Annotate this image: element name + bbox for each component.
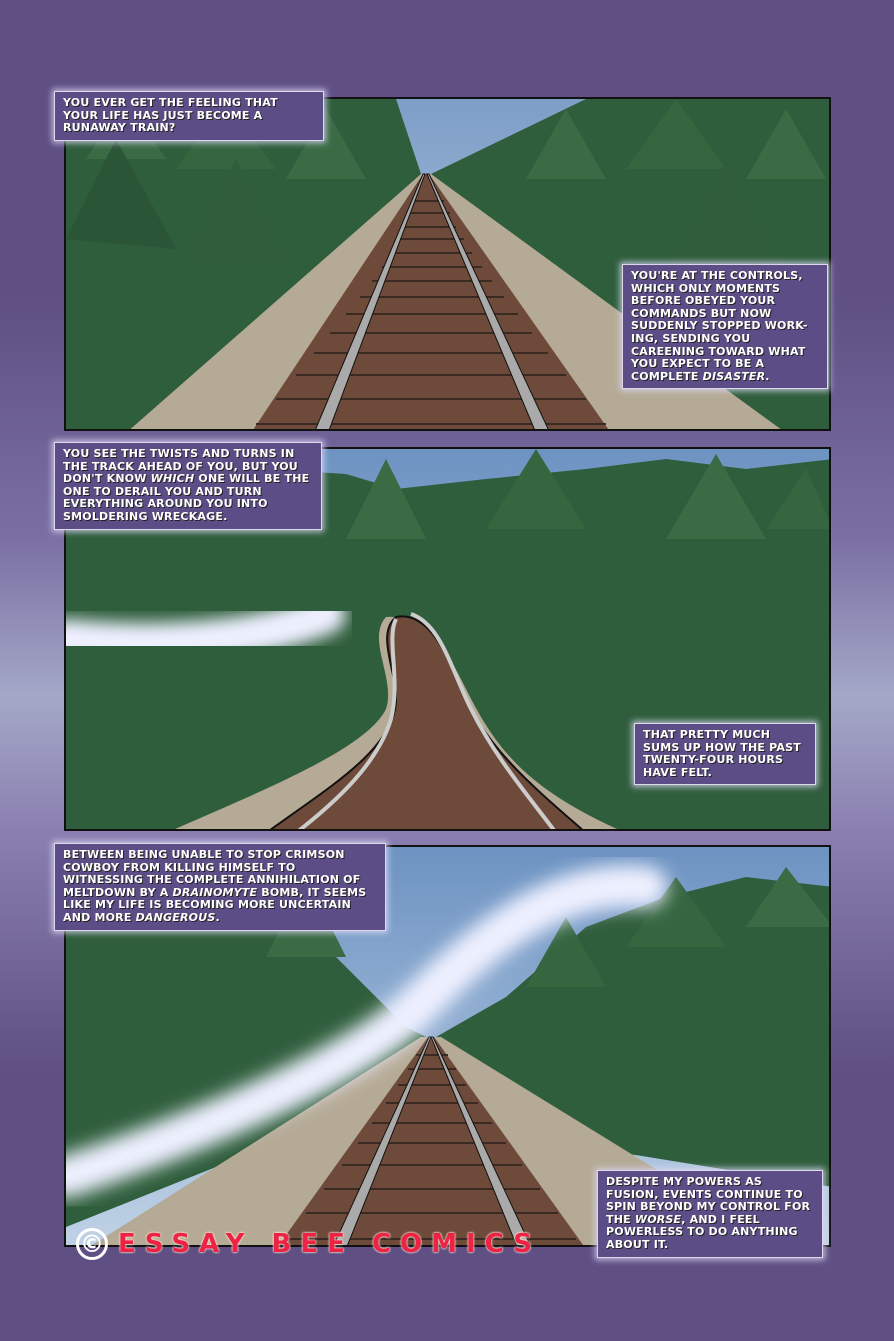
panel-1-artwork [66,99,829,429]
emphasis-worse: worse [634,1212,682,1226]
caption-panel-1-bottom: You're at the controls, which only momen… [622,264,828,390]
copyright-icon: © [76,1228,108,1260]
comic-panel-1 [64,97,831,431]
caption-panel-1-top: You ever get the feeling that your life … [54,91,324,141]
emphasis-dangerous: dangerous [135,910,216,924]
emphasis-which: which [150,472,195,486]
publisher-logo: © ESSAY BEE COMICS [76,1228,541,1260]
publisher-name: ESSAY BEE COMICS [118,1229,541,1259]
emphasis-drainomyte: Drainomyte [172,885,258,899]
caption-panel-3-top: Between being unable to stop Crimson Cow… [54,843,386,931]
caption-panel-2-bottom: That pretty much sums up how the past tw… [634,723,816,786]
emphasis-disaster: Disaster [702,369,766,383]
caption-panel-3-bottom: Despite my powers as Fusion, events cont… [597,1170,823,1258]
caption-panel-2-top: You see the twists and turns in the trac… [54,442,322,530]
